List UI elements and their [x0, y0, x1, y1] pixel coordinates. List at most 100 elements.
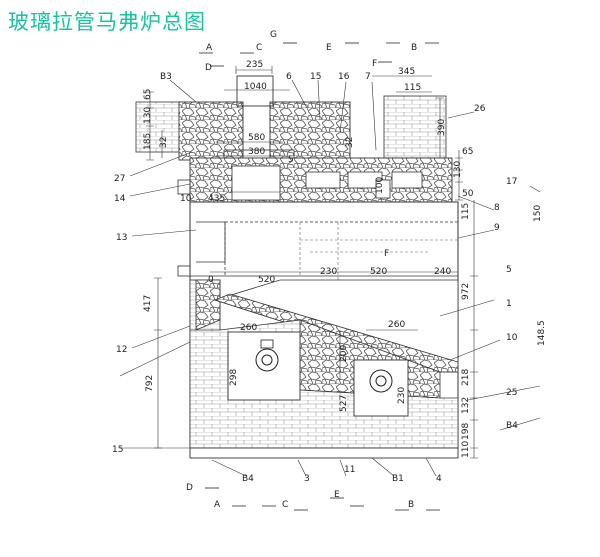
- label-B-bot: B: [408, 500, 414, 510]
- dim-520-right: 520: [370, 267, 387, 277]
- burner-ring-right: [369, 369, 393, 393]
- label-B3: B3: [160, 72, 172, 82]
- label-A-top: A: [206, 43, 213, 53]
- cobble-top-right: [269, 101, 351, 161]
- dim-390: 390: [437, 119, 447, 136]
- drawing-title: 玻璃拉管马弗炉总图: [8, 10, 206, 34]
- label-26: 26: [474, 104, 486, 114]
- dim-5: 5: [288, 155, 294, 165]
- label-4: 4: [436, 474, 442, 484]
- label-17: 17: [506, 177, 517, 187]
- burner-port-mid: [305, 171, 341, 189]
- dim-32-mid: 32: [345, 137, 355, 148]
- label-G: G: [270, 30, 277, 40]
- dim-198: 198: [461, 423, 471, 440]
- dim-972: 972: [461, 283, 471, 300]
- dim-185: 185: [143, 133, 153, 150]
- dim-32-left: 32: [159, 137, 169, 148]
- label-3: 3: [304, 474, 310, 484]
- flue-stack: [236, 75, 274, 107]
- dim-10: 10: [180, 194, 192, 204]
- dim-218: 218: [461, 369, 471, 386]
- label-6: 6: [286, 72, 292, 82]
- dim-50: 50: [462, 189, 474, 199]
- dim-150: 150: [533, 205, 543, 222]
- label-F-mid: F: [384, 249, 389, 259]
- dim-240: 240: [434, 267, 451, 277]
- dim-130-left: 130: [143, 107, 153, 124]
- dim-65-right: 65: [462, 147, 473, 157]
- label-E-bot: E: [334, 490, 340, 500]
- dim-520-left: 520: [258, 275, 275, 285]
- section-markers-bottom: [205, 487, 440, 511]
- label-10: 10: [506, 333, 518, 343]
- dim-792: 792: [145, 375, 155, 392]
- cobble-top-left: [178, 101, 244, 161]
- dim-15: 15: [112, 445, 123, 455]
- dim-580: 580: [248, 133, 265, 143]
- label-12: 12: [116, 345, 127, 355]
- label-5: 5: [506, 265, 512, 275]
- dim-298: 298: [229, 369, 239, 386]
- dim-230-bottom: 230: [397, 387, 407, 404]
- dim-148-5: 148.5: [537, 320, 547, 346]
- dim-527: 527: [339, 395, 349, 412]
- dim-200: 200: [339, 345, 349, 362]
- label-F-top: F: [372, 59, 377, 69]
- dim-115-top: 115: [404, 83, 421, 93]
- burner-ring-left: [255, 348, 279, 372]
- dim-130-right: 130: [453, 161, 463, 178]
- dim-345: 345: [398, 67, 415, 77]
- dim-230: 230: [320, 267, 337, 277]
- port-100: [375, 179, 391, 199]
- dim-260-right: 260: [388, 320, 405, 330]
- label-25: 25: [506, 388, 517, 398]
- dim-100: 100: [375, 177, 385, 194]
- label-1: 1: [506, 299, 512, 309]
- label-27: 27: [114, 174, 125, 184]
- label-15: 15: [310, 72, 321, 82]
- label-11: 11: [344, 465, 355, 475]
- dim-110: 110: [461, 441, 471, 458]
- leader-lines: [119, 79, 541, 477]
- dim-380: 380: [248, 147, 265, 157]
- dim-0: 0: [208, 275, 214, 285]
- section-markers-top: [199, 42, 439, 67]
- label-9: 9: [494, 223, 500, 233]
- dim-65-left: 65: [143, 89, 153, 100]
- burner-box-left: [227, 331, 301, 401]
- burner-port-left: [231, 165, 281, 201]
- label-B1: B1: [392, 474, 404, 484]
- brick-cap-right: [383, 95, 447, 159]
- label-13: 13: [116, 233, 127, 243]
- cobble-left-wedge: [195, 279, 221, 331]
- brick-cap-left: [135, 101, 186, 153]
- door-block: [196, 221, 226, 263]
- label-8: 8: [494, 203, 500, 213]
- label-C-top: C: [256, 43, 262, 53]
- base-plate: [189, 447, 459, 459]
- label-D-bot: D: [186, 483, 193, 493]
- dim-235: 235: [246, 60, 263, 70]
- label-7: 7: [365, 72, 371, 82]
- label-A-bot: A: [214, 500, 221, 510]
- burner-port-right: [391, 171, 423, 189]
- label-E-top: E: [326, 43, 332, 53]
- dim-1040: 1040: [244, 82, 267, 92]
- label-B4-bot: B4: [242, 474, 254, 484]
- label-C-bot: C: [282, 500, 288, 510]
- dim-132: 132: [461, 397, 471, 414]
- burner-box-right: [353, 359, 409, 417]
- label-D-top: D: [205, 63, 212, 73]
- dim-115-right: 115: [461, 203, 471, 220]
- label-16: 16: [338, 72, 350, 82]
- label-B4-right: B4: [506, 421, 518, 431]
- dim-435: 435: [208, 194, 225, 204]
- dimension-lines: [146, 66, 478, 459]
- label-14: 14: [114, 194, 126, 204]
- dim-260-left: 260: [240, 323, 257, 333]
- label-B-top: B: [411, 43, 417, 53]
- dim-417: 417: [143, 295, 153, 312]
